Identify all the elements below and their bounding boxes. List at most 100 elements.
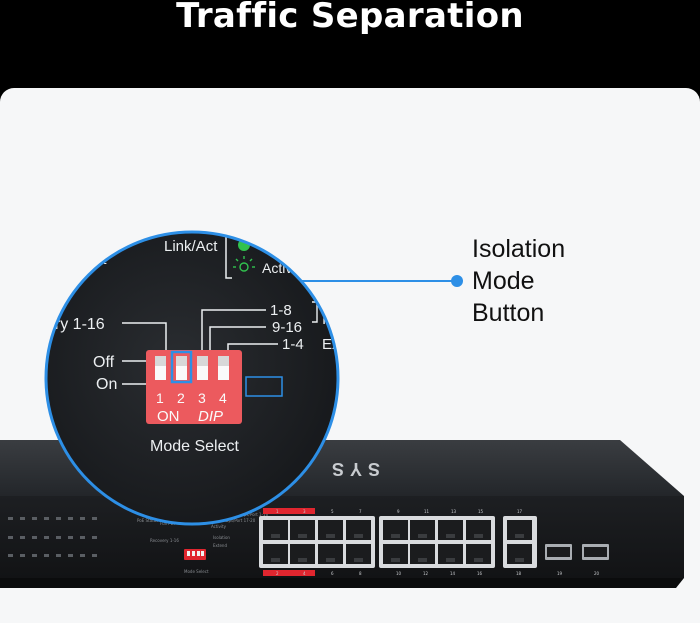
poe-status-leds <box>8 517 97 557</box>
dip-switch-1-knob <box>155 356 166 366</box>
rj45-port[interactable] <box>466 520 491 540</box>
range-bracket <box>312 301 318 323</box>
dip-number: 3 <box>198 390 206 406</box>
port-number: 2 <box>276 571 279 576</box>
range-1-4-label: 1-4 <box>282 336 304 353</box>
port-number: 13 <box>451 509 457 514</box>
port-number: 17 <box>517 509 523 514</box>
recovery-label: Recovery 1-16 <box>150 538 179 543</box>
product-photo-panel: SYS PoE Status Delivering Power Full Pwr… <box>0 88 700 623</box>
rj45-port-latch <box>391 534 400 538</box>
dip-switch-3[interactable] <box>197 356 208 380</box>
rj45-port-latch <box>515 534 524 538</box>
activity-label: Activity <box>211 524 227 529</box>
rj45-port[interactable] <box>263 520 288 540</box>
rj45-port[interactable] <box>318 544 343 564</box>
link-act-label-zoomed: Link/Act <box>164 238 218 255</box>
switch-3-leader <box>201 309 266 356</box>
callout-label-line-2: Mode <box>472 267 535 295</box>
rj45-port-latch <box>271 558 280 562</box>
rj45-port[interactable] <box>263 544 288 564</box>
rj45-port[interactable] <box>466 544 491 564</box>
port-number: 5 <box>331 509 334 514</box>
port-number: 9 <box>397 509 400 514</box>
led-bracket <box>225 232 232 279</box>
dip-on-text: ON <box>157 408 180 425</box>
rj45-port-latch <box>474 534 483 538</box>
green-led-1 <box>238 215 250 227</box>
page-title: Traffic Separation <box>176 0 524 36</box>
extend-label-zoomed: Ex <box>322 336 340 353</box>
magnifier-ring <box>44 230 340 526</box>
rj45-port[interactable] <box>290 544 315 564</box>
port-number: 4 <box>303 571 306 576</box>
poe-status-label: PoE Status <box>137 518 158 523</box>
rj45-port[interactable] <box>438 544 463 564</box>
dip-switch-3-knob <box>197 356 208 366</box>
sfp-port-19-opening <box>547 547 570 557</box>
rj45-port[interactable] <box>383 544 408 564</box>
rj45-port-latch <box>326 534 335 538</box>
rj45-port-latch <box>298 558 307 562</box>
magnified-view: Power ault Link/Act 1000 Activity ery 1-… <box>44 215 340 526</box>
rj45-port[interactable] <box>290 520 315 540</box>
callout-label-line-3: Button <box>472 299 545 327</box>
port-number: 7 <box>359 509 362 514</box>
recovery-leader <box>122 322 167 356</box>
product-illustration: SYS PoE Status Delivering Power Full Pwr… <box>0 215 684 588</box>
dip-numbers: 1 2 3 4 <box>156 390 227 406</box>
dip-switch-4-knob <box>218 356 229 366</box>
rj45-port[interactable] <box>507 520 532 540</box>
range-9-16-label: 9-16 <box>272 319 302 336</box>
dip-switch-2[interactable] <box>176 356 187 380</box>
isolation-switch-highlight <box>170 350 193 384</box>
on-label: On <box>96 376 117 393</box>
port-number: 19 <box>557 571 563 576</box>
port-number: 12 <box>423 571 429 576</box>
rj45-port[interactable] <box>383 520 408 540</box>
switch-3b-leader <box>209 326 266 356</box>
rj45-port[interactable] <box>346 520 371 540</box>
dip-switch-1[interactable] <box>155 356 166 380</box>
port-number: 16 <box>477 571 483 576</box>
port-number: 11 <box>424 509 430 514</box>
port-numbers: 1 3 5 7 9 11 13 15 17 2 4 6 8 10 12 14 1… <box>276 509 600 576</box>
port-number: 6 <box>331 571 334 576</box>
dip-brand-text: DIP <box>198 408 223 425</box>
rj45-port-latch <box>446 558 455 562</box>
rj45-port[interactable] <box>346 544 371 564</box>
rj45-port[interactable] <box>438 520 463 540</box>
callout-dot <box>451 275 463 287</box>
port-number: 14 <box>450 571 456 576</box>
port-number: 1 <box>276 509 279 514</box>
rj45-port-latch <box>271 534 280 538</box>
port-number: 10 <box>396 571 402 576</box>
recovery-label-zoomed: ery 1-16 <box>46 316 105 333</box>
rj45-port[interactable] <box>410 520 435 540</box>
rj45-port[interactable] <box>410 544 435 564</box>
switch-bottom-edge <box>0 578 684 588</box>
rj45-port-latch <box>391 558 400 562</box>
dip-switch-4[interactable] <box>218 356 229 380</box>
port-number: 20 <box>594 571 600 576</box>
mode-select-label: Mode Select <box>184 569 209 574</box>
rj45-port-latch <box>354 534 363 538</box>
rj45-port-latch <box>326 558 335 562</box>
rj45-port[interactable] <box>507 544 532 564</box>
rj45-port-latch <box>298 534 307 538</box>
port-label-accent-top <box>263 508 315 514</box>
activity-blink-icon <box>233 256 255 272</box>
activity-label-zoomed: Activity <box>262 260 306 276</box>
port-number: 15 <box>478 509 484 514</box>
rj45-port-latch <box>354 558 363 562</box>
rj45-port[interactable] <box>318 520 343 540</box>
rj45-port-latch <box>418 534 427 538</box>
isolation-label: Isolation <box>213 535 230 540</box>
speed-label-zoomed: 1000 <box>262 237 293 253</box>
off-label: Off <box>93 354 115 371</box>
mode-select-label-zoomed: Mode Select <box>150 438 239 455</box>
port-number: 18 <box>516 571 522 576</box>
port-label-accent-bottom <box>263 570 315 576</box>
dip-number: 4 <box>219 390 227 406</box>
sfp-port-20-opening <box>584 547 607 557</box>
